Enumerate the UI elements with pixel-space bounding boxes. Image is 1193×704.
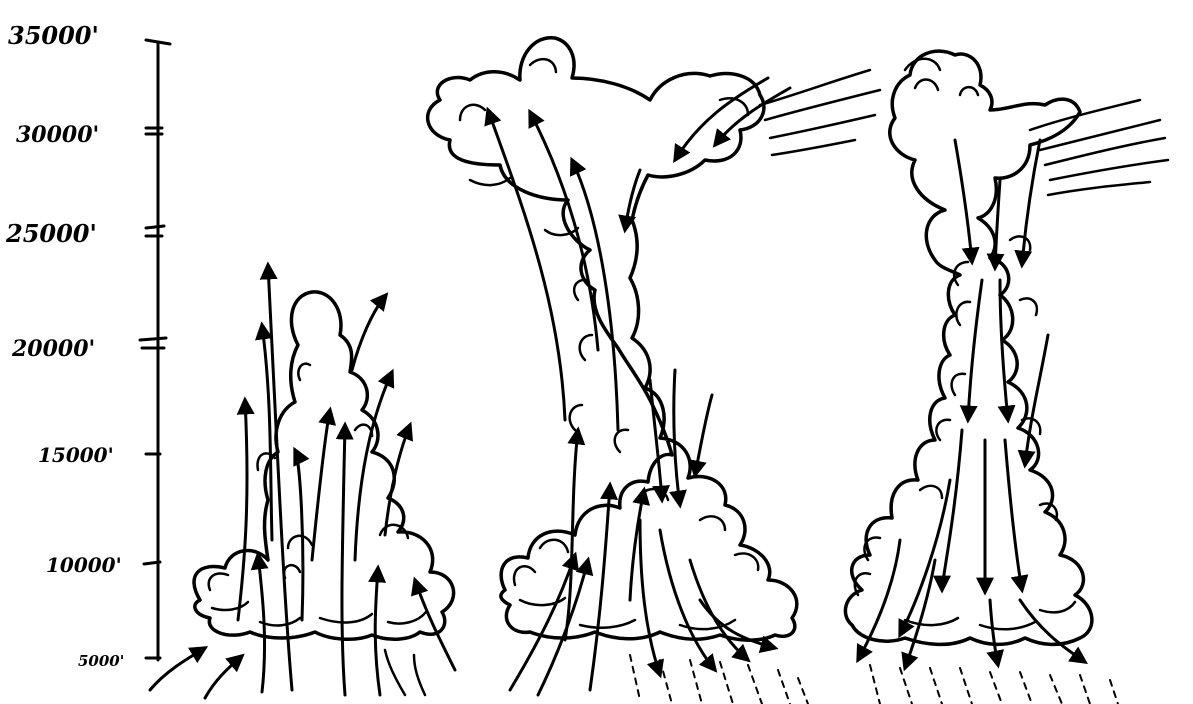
updraft-arrow xyxy=(375,568,380,695)
mature-stage-cloud xyxy=(428,38,905,704)
cloud-detail xyxy=(855,59,1075,630)
updraft-arrow xyxy=(530,112,598,350)
cloud-outline xyxy=(428,38,905,641)
axis-tick xyxy=(146,40,170,44)
altitude-label-10000: 10000' xyxy=(46,553,122,577)
updraft-arrow xyxy=(342,425,345,695)
altitude-label-30000: 30000' xyxy=(16,122,99,148)
updraft-arrows xyxy=(488,110,644,695)
downdraft-arrows xyxy=(858,140,1085,668)
downdraft-arrow xyxy=(675,78,768,160)
updraft-arrow xyxy=(205,656,242,698)
updraft-arrow xyxy=(238,400,247,620)
axis-tick xyxy=(140,338,166,348)
updraft-arrow xyxy=(488,110,565,420)
cloud-outline xyxy=(194,292,454,639)
cumulus-stage-cloud xyxy=(150,265,455,698)
inflow-strokes xyxy=(385,650,425,695)
cloud-detail xyxy=(460,59,758,629)
downdraft-arrow xyxy=(695,395,712,475)
updraft-arrow xyxy=(590,485,610,690)
updraft-arrow xyxy=(352,295,386,370)
axis-tick xyxy=(146,226,164,236)
downdraft-arrow xyxy=(660,530,715,670)
updraft-arrow xyxy=(312,410,330,560)
altitude-label-35000: 35000' xyxy=(8,21,99,50)
downdraft-arrow xyxy=(990,600,998,665)
axis-tick xyxy=(144,562,160,564)
anvil-streaks xyxy=(760,70,880,155)
altitude-label-5000: 5000' xyxy=(78,652,124,670)
downdraft-arrow xyxy=(900,480,950,635)
cloud-outline xyxy=(845,51,1091,644)
dissipating-stage-cloud xyxy=(845,51,1168,704)
downdraft-arrow xyxy=(674,370,680,505)
altitude-label-15000: 15000' xyxy=(38,443,114,467)
altitude-axis: 35000' 30000' 25000' 20000' 15000' 10000… xyxy=(5,21,170,670)
updraft-arrow xyxy=(385,425,410,535)
updraft-arrow xyxy=(510,555,575,690)
anvil-streaks xyxy=(1030,100,1168,195)
rain-streaks xyxy=(870,665,1118,704)
updraft-arrow xyxy=(415,580,455,670)
downdraft-arrow xyxy=(955,140,972,262)
downdraft-arrow xyxy=(1020,600,1085,662)
downdraft-arrow xyxy=(640,520,660,675)
altitude-label-25000: 25000' xyxy=(5,219,97,248)
axis-tick xyxy=(146,128,162,134)
altitude-label-20000: 20000' xyxy=(11,336,95,362)
updraft-arrows xyxy=(150,265,455,698)
downdraft-arrow xyxy=(1005,440,1022,590)
